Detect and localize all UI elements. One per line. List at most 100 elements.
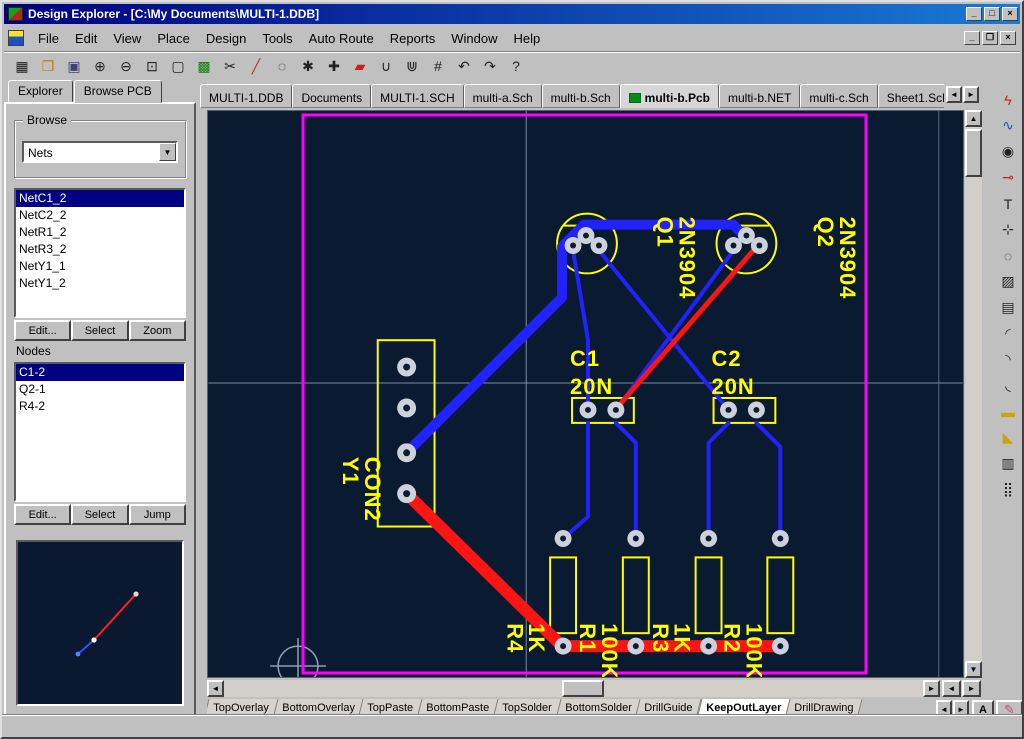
spline-icon[interactable]: ∿ xyxy=(996,114,1020,137)
design-manager-panel: ExplorerBrowse PCB Browse Nets ▼ NetC1_2… xyxy=(4,80,196,720)
node-action-button[interactable]: Edit... xyxy=(14,504,71,525)
node-list-item[interactable]: R4-2 xyxy=(16,398,184,415)
dashed-select-icon[interactable]: ◌ xyxy=(270,55,294,77)
design-manager-icon[interactable]: ▦ xyxy=(10,55,34,77)
interactive-routing-icon[interactable]: ϟ xyxy=(996,88,1020,111)
menu-item[interactable]: Place xyxy=(149,27,198,50)
document-tab[interactable]: multi-b.Sch xyxy=(542,84,620,108)
cross-placement-icon[interactable]: ✚ xyxy=(322,55,346,77)
document-tab[interactable]: MULTI-1.SCH xyxy=(371,84,463,108)
menu-item[interactable]: File xyxy=(30,27,67,50)
panel-tab[interactable]: Explorer xyxy=(8,80,73,102)
zoom-out-icon[interactable]: ⊖ xyxy=(114,55,138,77)
pads[interactable] xyxy=(397,227,789,654)
hatch-square-icon[interactable]: ▨ xyxy=(996,270,1020,293)
menu-item[interactable]: Window xyxy=(443,27,505,50)
fill-icon[interactable]: ▬ xyxy=(996,400,1020,423)
node-action-button[interactable]: Jump xyxy=(129,504,186,525)
document-tab[interactable]: multi-a.Sch xyxy=(464,84,542,108)
dashed-circle-icon[interactable]: ◌ xyxy=(996,244,1020,267)
net-action-button[interactable]: Select xyxy=(71,320,128,341)
menu-item[interactable]: Edit xyxy=(67,27,105,50)
scroll-down-icon[interactable]: ▼ xyxy=(965,661,982,678)
doc-tab-scroll-right[interactable]: ► xyxy=(963,86,979,103)
redo-icon[interactable]: ↷ xyxy=(478,55,502,77)
unroute-connection-icon[interactable]: ⋓ xyxy=(400,55,424,77)
room-icon[interactable]: ▥ xyxy=(996,452,1020,475)
pattern-square-icon[interactable]: ▤ xyxy=(996,296,1020,319)
horizontal-scroll-thumb[interactable] xyxy=(562,680,604,697)
menu-item[interactable]: Design xyxy=(198,27,254,50)
document-tab-bar: MULTI-1.DDB Documents MULTI-1.SCH multi-… xyxy=(200,82,944,108)
menu-item[interactable]: Help xyxy=(506,27,549,50)
net-list-item[interactable]: NetC2_2 xyxy=(16,207,184,224)
menu-item[interactable]: Reports xyxy=(382,27,444,50)
arc-edge-icon[interactable]: ◜ xyxy=(996,322,1020,345)
mdi-close-button[interactable]: × xyxy=(1000,31,1016,45)
document-tab[interactable]: Sheet1.Sch xyxy=(878,84,944,108)
document-tab[interactable]: multi-b.NET xyxy=(719,84,800,108)
pan-left-button[interactable]: ◄ xyxy=(942,680,961,697)
grid-icon[interactable]: # xyxy=(426,55,450,77)
node-list-item[interactable]: Q2-1 xyxy=(16,381,184,398)
coordinate-icon[interactable]: ⊹ xyxy=(996,218,1020,241)
vertical-scrollbar[interactable]: ▲ ▼ xyxy=(965,110,982,678)
node-list-item[interactable]: C1-2 xyxy=(16,364,184,381)
net-action-button[interactable]: Edit... xyxy=(14,320,71,341)
app-icon[interactable] xyxy=(8,7,23,21)
close-button[interactable]: × xyxy=(1002,7,1018,21)
horizontal-scrollbar[interactable]: ◄ ► xyxy=(207,680,940,697)
top-layer-tracks[interactable] xyxy=(407,245,782,647)
mdi-restore-button[interactable]: ❐ xyxy=(982,31,998,45)
help-icon[interactable]: ? xyxy=(504,55,528,77)
net-list-item[interactable]: NetY1_1 xyxy=(16,258,184,275)
pan-right-button[interactable]: ► xyxy=(962,680,981,697)
save-icon[interactable]: ▣ xyxy=(62,55,86,77)
zoom-in-icon[interactable]: ⊕ xyxy=(88,55,112,77)
select-area-icon[interactable]: ▢ xyxy=(166,55,190,77)
menu-item[interactable]: Tools xyxy=(254,27,300,50)
document-tab[interactable]: MULTI-1.DDB xyxy=(200,84,292,108)
highlight-brush-icon[interactable]: ▰ xyxy=(348,55,372,77)
maximize-button[interactable]: □ xyxy=(984,7,1000,21)
net-list-item[interactable]: NetC1_2 xyxy=(16,190,184,207)
open-document-icon[interactable]: ❐ xyxy=(36,55,60,77)
doc-tab-scroll-left[interactable]: ◄ xyxy=(946,86,962,103)
zoom-area-icon[interactable]: ⊡ xyxy=(140,55,164,77)
text-icon[interactable]: T xyxy=(996,192,1020,215)
scroll-right-icon[interactable]: ► xyxy=(923,680,940,697)
pcb-editor-canvas[interactable]: C1 20N C2 20N Q1 2N3904 Q2 2N3904 Y1 CON… xyxy=(207,110,964,678)
net-list-item[interactable]: NetY1_2 xyxy=(16,275,184,292)
document-icon[interactable] xyxy=(8,30,24,46)
special-paste-icon[interactable]: ✱ xyxy=(296,55,320,77)
document-tab[interactable]: multi-b.Pcb xyxy=(620,84,719,108)
unroute-net-icon[interactable]: ∪ xyxy=(374,55,398,77)
knife-icon[interactable]: ✂ xyxy=(218,55,242,77)
undo-icon[interactable]: ↶ xyxy=(452,55,476,77)
chevron-down-icon[interactable]: ▼ xyxy=(159,143,176,161)
menu-item[interactable]: View xyxy=(105,27,149,50)
minimize-button[interactable]: _ xyxy=(966,7,982,21)
panel-tab[interactable]: Browse PCB xyxy=(74,80,162,103)
document-tab[interactable]: multi-c.Sch xyxy=(800,84,877,108)
board-minimap[interactable] xyxy=(16,540,184,706)
arc-angle-icon[interactable]: ◟ xyxy=(996,374,1020,397)
polygon-pour-icon[interactable]: ◣ xyxy=(996,426,1020,449)
array-place-icon[interactable]: ⣿ xyxy=(996,478,1020,501)
wire-icon[interactable]: ╱ xyxy=(244,55,268,77)
vertical-scroll-thumb[interactable] xyxy=(965,129,982,177)
browse-mode-select[interactable]: Nets ▼ xyxy=(22,141,178,163)
menu-item[interactable]: Auto Route xyxy=(301,27,382,50)
arc-center-icon[interactable]: ◝ xyxy=(996,348,1020,371)
pcb-document-icon[interactable]: ▩ xyxy=(192,55,216,77)
document-tab[interactable]: Documents xyxy=(292,84,371,108)
mdi-minimize-button[interactable]: _ xyxy=(964,31,980,45)
node-action-button[interactable]: Select xyxy=(71,504,128,525)
scroll-left-icon[interactable]: ◄ xyxy=(207,680,224,697)
net-list-item[interactable]: NetR3_2 xyxy=(16,241,184,258)
net-action-button[interactable]: Zoom xyxy=(129,320,186,341)
scroll-up-icon[interactable]: ▲ xyxy=(965,110,982,127)
net-list-item[interactable]: NetR1_2 xyxy=(16,224,184,241)
focus-circle-icon[interactable]: ◉ xyxy=(996,140,1020,163)
pin-icon[interactable]: ⊸ xyxy=(996,166,1020,189)
